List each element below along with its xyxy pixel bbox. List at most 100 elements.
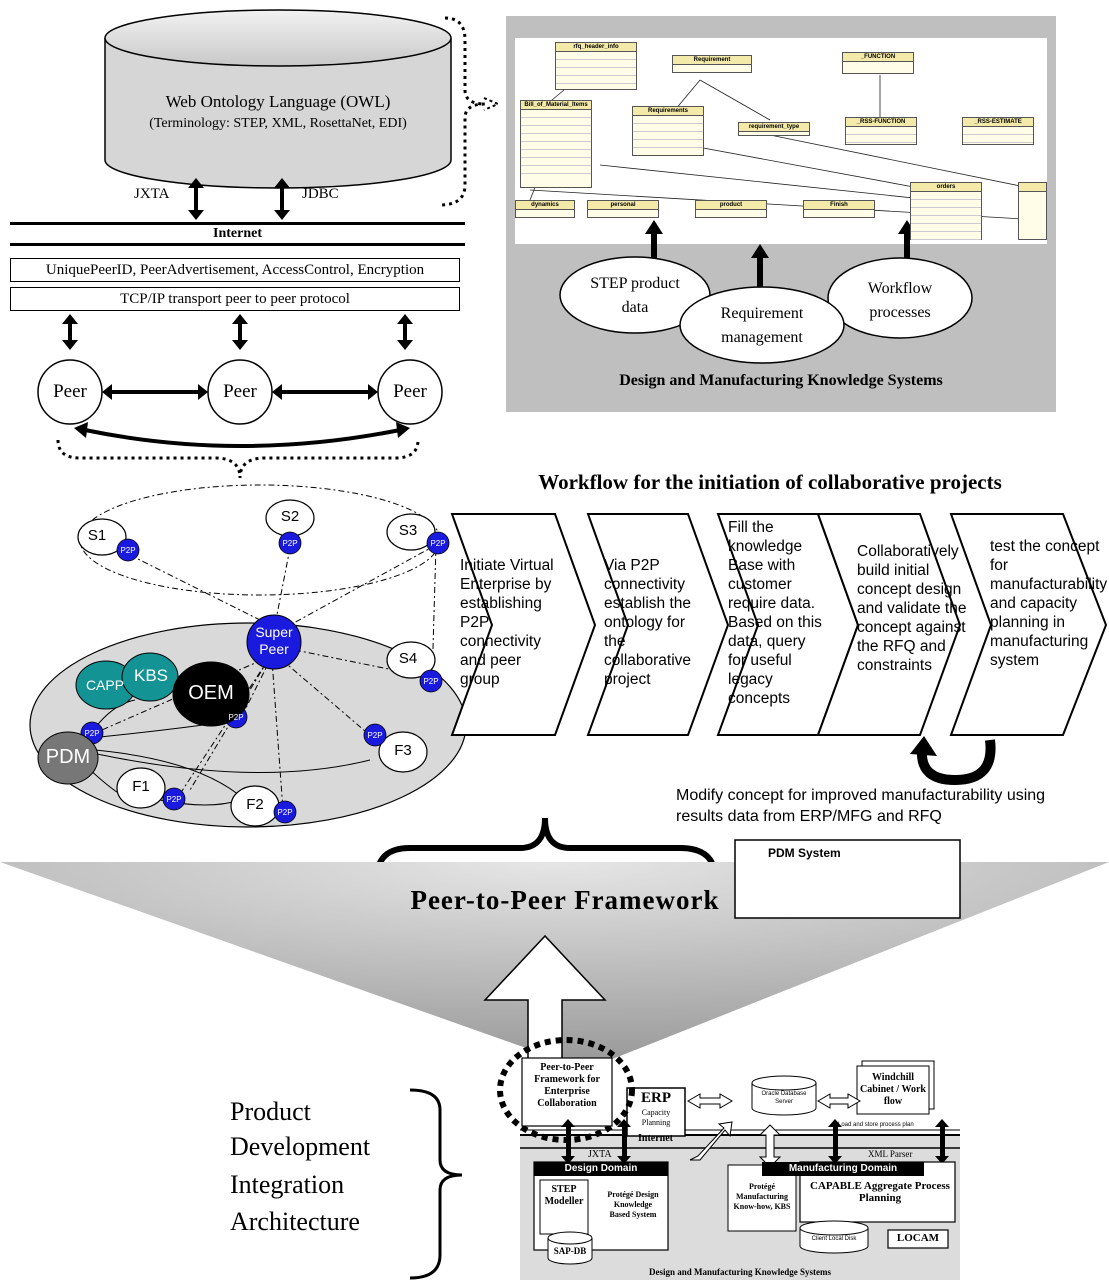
architecture-label-4: Architecture [230, 1207, 360, 1236]
locam-label: LOCAM [896, 1232, 940, 1244]
capp-label: CAPP [85, 677, 125, 693]
workflow-step-1: Initiate Virtual Enterprise by establish… [460, 557, 554, 688]
architecture-label-1: Product [230, 1097, 311, 1126]
supplier-nodes [77, 499, 436, 827]
oracle-label: Oracle Database Server [761, 1091, 807, 1105]
peer-connectors [74, 384, 410, 448]
workflow-step-4: Collaboratively build initial concept de… [857, 543, 967, 674]
uml-table-requirements: Requirements [632, 106, 704, 156]
f1-label: F1 [132, 778, 150, 795]
locam-box [887, 1229, 949, 1249]
uml-table-rfq-header: rfq_header_info [555, 42, 637, 90]
uml-table-dynamics: dynamics [515, 200, 575, 218]
workflow-step-2: Via P2P connectivity establish the ontol… [604, 557, 692, 688]
peer-label-1: Peer [53, 381, 87, 402]
peer-label-3: Peer [393, 381, 427, 402]
step-modeller-label: STEP Modeller [544, 1184, 584, 1207]
architecture-brace [409, 1088, 463, 1280]
jxta-arrow [188, 178, 204, 220]
oem-node [172, 661, 250, 727]
transport-layer-box: TCP/IP transport peer to peer protocol [10, 287, 460, 311]
jxta-label: JXTA [134, 186, 170, 202]
protege-mfg-label: Protégé Manufacturing Know-how, KBS [733, 1182, 791, 1211]
network-brace [56, 439, 420, 479]
pdm-label: PDM [45, 746, 91, 768]
protege-design-label: Protégé Design Knowledge Based System [607, 1190, 659, 1219]
owl-title: Web Ontology Language (OWL) [165, 92, 391, 111]
erp-label: ERP [641, 1090, 671, 1106]
f3-label: F3 [394, 742, 412, 759]
p2p-badge-s2: P2P [282, 539, 298, 548]
p2p-badge-s1: P2P [120, 546, 136, 555]
p2p-badge-f1: P2P [166, 795, 182, 804]
feedback-arrow [910, 736, 996, 786]
sapdb-label: SAP-DB [553, 1246, 587, 1256]
p2p-framework-box-label: Peer-to-Peer Framework for Enterprise Co… [534, 1062, 600, 1109]
design-domain-label: Design Domain [564, 1163, 638, 1174]
s3-label: S3 [398, 522, 418, 539]
p2p-badge-f3: P2P [367, 731, 383, 740]
uml-table-orders: orders [910, 182, 982, 240]
manufacturing-domain-label: Manufacturing Domain [788, 1163, 898, 1174]
arch-internet-label: Internet [638, 1133, 673, 1144]
internet-bar-bottom [10, 243, 465, 246]
security-layer-box: UniquePeerID, PeerAdvertisement, AccessC… [10, 258, 460, 282]
architecture-label-2: Development [230, 1132, 371, 1161]
uml-table-product: product [695, 200, 767, 218]
arch-black-arrows [561, 1119, 949, 1164]
uml-table-requirement: Requirement [672, 55, 752, 73]
xml-parser-label: XML Parser [868, 1149, 913, 1159]
arch-hollow-arrows [687, 1093, 861, 1168]
transport-arrows [68, 322, 407, 342]
framework-title: Peer-to-Peer Framework [410, 885, 720, 915]
internet-bar-top [10, 222, 465, 225]
uml-table-requirement-type: requirement_type [738, 122, 810, 136]
uml-table-bom: Bill_of_Material_Items [520, 100, 592, 188]
oem-label: OEM [188, 682, 234, 704]
jdbc-label: JDBC [302, 186, 339, 202]
p2p-badge-s3: P2P [430, 539, 446, 548]
jdbc-arrow [274, 178, 290, 220]
s4-label: S4 [398, 650, 418, 667]
f2-label: F2 [246, 796, 264, 813]
s2-label: S2 [280, 508, 300, 525]
client-disk-label: Client Local Disk [811, 1236, 857, 1242]
owl-database-cylinder [104, 9, 452, 189]
uml-table-rss-function: _RSS-FUNCTION [845, 117, 917, 145]
p2p-badge-pdm: P2P [84, 729, 100, 738]
erp-box [626, 1087, 686, 1137]
peer-label-2: Peer [223, 381, 257, 402]
kbs-node [121, 652, 179, 702]
step-data-label: STEP product data [590, 275, 680, 316]
pdm-system-title: PDM System [768, 846, 841, 860]
capable-label: CAPABLE Aggregate Process Planning [810, 1180, 950, 1204]
uml-table-personal: personal [587, 200, 659, 218]
erp-sub-label: Capacity Planning [641, 1108, 671, 1127]
s1-label: S1 [87, 527, 107, 544]
pdm-system-box [734, 839, 961, 919]
knowledge-caption: Design and Manufacturing Knowledge Syste… [619, 372, 943, 389]
uml-table-rss-estimate: _RSS-ESTIMATE [962, 117, 1034, 145]
knowledge-ellipses [559, 256, 973, 364]
owl-subtitle: (Terminology: STEP, XML, RosettaNet, EDI… [149, 116, 407, 131]
oracle-db-cylinder [751, 1075, 817, 1116]
framework-brace [374, 817, 718, 879]
client-disk-cylinder [799, 1220, 869, 1254]
workflow-step-3: Fill the knowledge Base with customer re… [728, 519, 822, 707]
internet-label: Internet [213, 226, 262, 241]
windchill-label: Windchill Cabinet / Work flow [860, 1072, 926, 1107]
workflow-feedback: Modify concept for improved manufacturab… [676, 787, 1046, 825]
super-peer-node [246, 614, 302, 670]
arch-caption: Design and Manufacturing Knowledge Syste… [648, 1267, 831, 1277]
sapdb-cylinder [547, 1231, 593, 1265]
kbs-label: KBS [133, 666, 169, 685]
arch-jxta-label: JXTA [588, 1149, 612, 1160]
architecture-label-3: Integration [230, 1170, 345, 1199]
pdm-node [37, 731, 99, 785]
uml-table-partial [1018, 182, 1047, 240]
peer-nodes [37, 359, 443, 425]
p2p-badge-s4: P2P [423, 677, 439, 686]
load-store-label: Load and store process plan [838, 1122, 914, 1128]
p2p-badge-oem: P2P [228, 713, 244, 722]
